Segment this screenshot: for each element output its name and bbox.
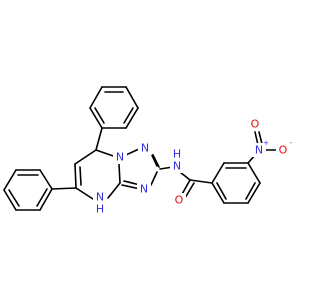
atom-n-amide: N bbox=[173, 160, 181, 173]
atom-label-layer: N N N N H H N O N + O O - bbox=[93, 117, 293, 216]
atom-n-ring-nh: N bbox=[96, 191, 104, 204]
atom-o-carbonyl: O bbox=[175, 194, 184, 207]
atom-h-ring-nh: H bbox=[96, 203, 104, 216]
charge-plus-nitro: + bbox=[263, 139, 269, 147]
atom-n-triazole-bottom: N bbox=[140, 183, 148, 196]
atom-n-nitro: N bbox=[255, 144, 263, 157]
atom-n-triazole-top: N bbox=[141, 142, 149, 155]
atom-h-amide: H bbox=[173, 148, 181, 161]
atom-o-nitro-right: O bbox=[279, 144, 288, 157]
atom-n-bridge: N bbox=[116, 151, 124, 164]
molecule-structure: N N N N H H N O N + O O - bbox=[3, 86, 293, 216]
bond-layer bbox=[3, 86, 277, 211]
atom-o-nitro-top: O bbox=[251, 118, 260, 131]
charge-minus-oxygen: - bbox=[290, 139, 293, 147]
